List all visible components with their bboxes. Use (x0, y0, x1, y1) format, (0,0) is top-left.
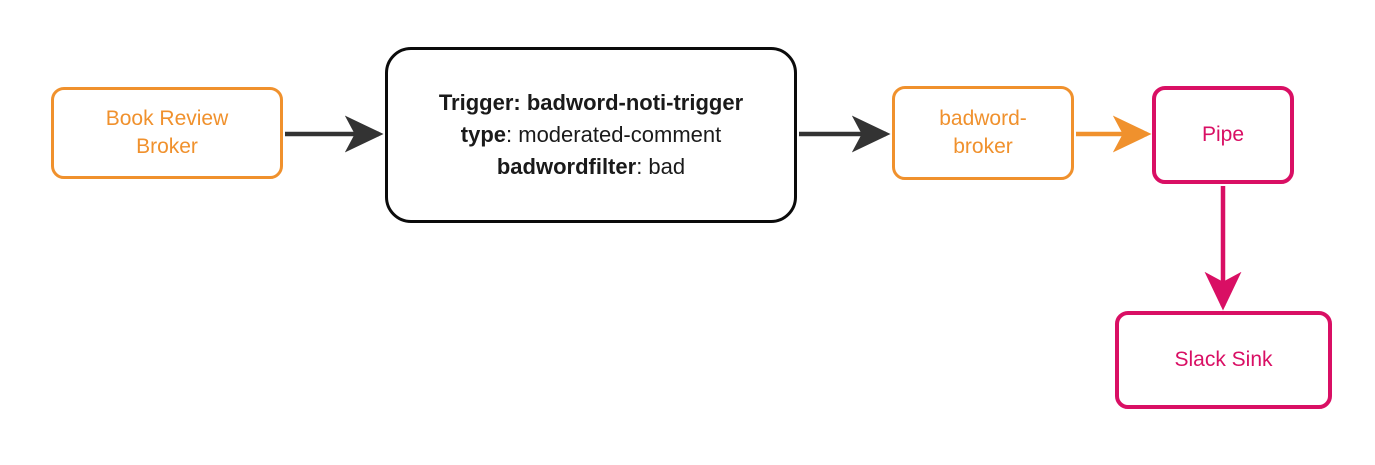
node-trigger-line3-sep: : (636, 153, 649, 179)
node-trigger[interactable]: Trigger: badword-noti-trigger type: mode… (385, 47, 797, 223)
node-trigger-line2-key: type (460, 122, 507, 148)
node-badword-broker[interactable]: badword- broker (892, 86, 1074, 180)
node-slack-sink-label: Slack Sink (1174, 348, 1273, 372)
node-trigger-line1: Trigger: badword-noti-trigger (438, 90, 744, 116)
node-trigger-line2-value: moderated-comment (518, 122, 722, 148)
node-trigger-line3-value: bad (648, 153, 686, 179)
node-trigger-line3: badwordfilter: bad (398, 151, 784, 183)
node-badword-broker-line2: broker (953, 135, 1013, 158)
node-pipe-label: Pipe (1201, 123, 1245, 147)
node-book-review-broker-label: Book Review Broker (54, 105, 280, 160)
node-slack-sink[interactable]: Slack Sink (1115, 311, 1332, 409)
node-badword-broker-label: badword- broker (895, 105, 1071, 160)
node-book-review-broker-line1: Book Review (105, 107, 229, 131)
node-book-review-broker-line2: Broker (136, 135, 198, 158)
node-trigger-line2-sep: : (506, 122, 519, 148)
node-badword-broker-line1: badword- (939, 107, 1027, 131)
node-trigger-line3-key: badwordfilter (496, 153, 637, 179)
node-trigger-label: Trigger: badword-noti-trigger type: mode… (388, 87, 794, 183)
node-pipe[interactable]: Pipe (1152, 86, 1294, 184)
node-book-review-broker[interactable]: Book Review Broker (51, 87, 283, 179)
node-trigger-line2: type: moderated-comment (398, 119, 784, 151)
